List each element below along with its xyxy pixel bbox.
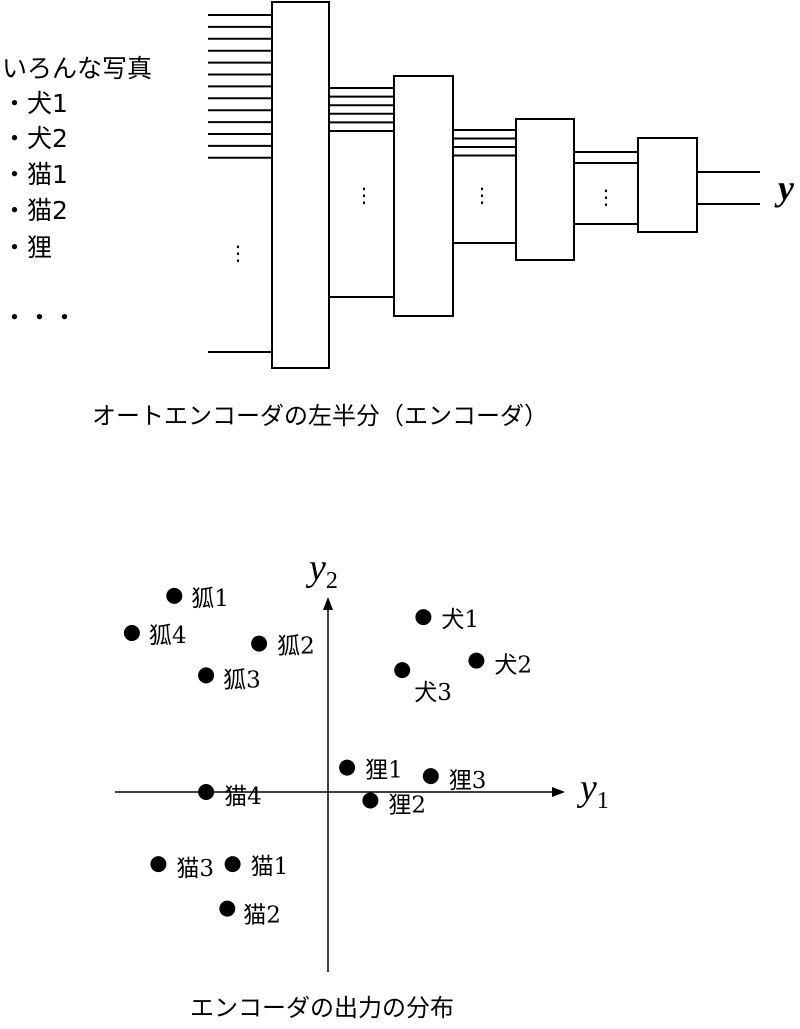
x-axis-label: y1: [576, 767, 609, 814]
layer3-layer4-lines: [574, 151, 638, 164]
scatter-point-label-1: 狐1: [191, 586, 229, 612]
encoder-caption: オートエンコーダの左半分（エンコーダ）: [92, 402, 548, 430]
scatter-point-11: [198, 784, 215, 800]
encoder-layer-1: [271, 1, 330, 369]
scatter-point-label-14: 猫2: [243, 903, 281, 929]
input-title: いろんな写真: [2, 54, 152, 83]
input-item-5: ・狸: [2, 233, 52, 262]
encoder-layer-4: [637, 137, 698, 233]
input-item-1: ・犬1: [2, 89, 68, 118]
scatter-point-label-4: 狐3: [223, 667, 261, 693]
plot-caption: エンコーダの出力の分布: [190, 994, 454, 1022]
scatter-point-6: [468, 652, 485, 669]
scatter-point-label-3: 狐2: [277, 634, 315, 660]
y-axis-arrowhead: [323, 597, 333, 610]
encoder-layer-3: [515, 118, 575, 261]
input-item-3: ・猫1: [2, 160, 68, 189]
scatter-point-label-9: 狸3: [449, 768, 487, 794]
scatter-point-2: [123, 625, 140, 641]
scatter-point-label-13: 猫1: [251, 854, 289, 880]
x-axis-arrowhead: [552, 787, 565, 797]
scatter-point-1: [166, 587, 183, 604]
layer2-layer3-lines: [453, 129, 516, 157]
input-more: ・・・: [2, 303, 77, 332]
scatter-point-13: [224, 856, 241, 873]
input-lines-ellipsis: ⋮: [228, 241, 248, 265]
output-label: y: [774, 168, 795, 208]
scatter-point-label-2: 狐4: [149, 623, 187, 649]
layer1-layer2-ellipsis: ⋮: [354, 183, 374, 207]
scatter-point-label-6: 犬2: [494, 653, 532, 679]
scatter-point-5: [415, 609, 432, 626]
encoder-layer-2: [393, 75, 454, 317]
layer1-layer2-lines: [329, 87, 394, 132]
encoder-diagram: いろんな写真 ・犬1 ・犬2 ・猫1 ・猫2 ・狸 ・・・ ⋮ ⋮ ⋮ ⋮: [2, 1, 795, 430]
scatter-point-label-8: 狸1: [365, 758, 403, 784]
scatter-point-label-7: 犬3: [414, 680, 452, 706]
y-axis-label: y2: [305, 547, 338, 594]
scatter-point-label-12: 猫3: [176, 856, 214, 882]
scatter-point-label-5: 犬1: [441, 607, 479, 633]
scatter-point-3: [251, 635, 268, 652]
input-item-4: ・猫2: [2, 196, 68, 225]
input-item-2: ・犬2: [2, 124, 68, 153]
scatter-point-8: [339, 759, 356, 776]
scatter-point-10: [362, 792, 379, 809]
scatter-point-7: [394, 662, 411, 679]
layer3-layer4-ellipsis: ⋮: [596, 185, 616, 209]
scatter-point-9: [422, 768, 439, 785]
scatter-point-12: [150, 856, 167, 873]
scatter-point-14: [219, 900, 236, 917]
scatter-point-4: [198, 667, 215, 684]
scatter-point-label-11: 猫4: [224, 784, 262, 810]
input-lines: [208, 14, 272, 159]
layer2-layer3-ellipsis: ⋮: [472, 183, 492, 207]
scatter-point-label-10: 狸2: [388, 793, 426, 819]
